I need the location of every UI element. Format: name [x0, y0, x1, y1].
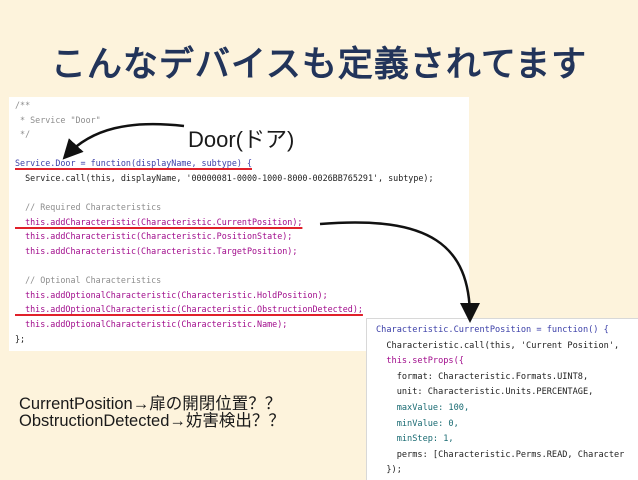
code-line: Service.call(this, displayName, '0000008… — [15, 172, 434, 183]
code-line: /** — [15, 100, 31, 110]
code-line: }); — [376, 465, 402, 476]
code-line: this.addOptionalCharacteristic(Character… — [15, 289, 328, 300]
code-line: this.setProps({ — [376, 356, 464, 367]
door-annotation: Door(ドア) — [188, 127, 295, 152]
code-line: format: Characteristic.Formats.UINT8, — [376, 371, 589, 382]
code-line: minValue: 0, — [376, 418, 459, 429]
code-line: * Service "Door" — [15, 114, 101, 125]
arrow-to-service-door — [62, 122, 185, 160]
code-line: // Optional Characteristics — [15, 275, 162, 286]
code-line: minStep: 1, — [376, 434, 454, 445]
slide-title: こんなデバイスも定義されてます — [50, 45, 588, 85]
code-line: Characteristic.CurrentPosition = functio… — [376, 325, 609, 335]
code-line: // Required Characteristics — [15, 202, 162, 213]
code-line: this.addCharacteristic(Characteristic.Ta… — [15, 245, 298, 256]
code-line: maxValue: 100, — [376, 402, 470, 413]
code-line: this.addCharacteristic(Characteristic.Po… — [15, 231, 293, 242]
note-obstruction-detected: ObstructionDetected→妨害検出？？ — [19, 412, 285, 430]
code-line: Characteristic.call(this, 'Current Posit… — [376, 340, 620, 351]
code-line: perms: [Characteristic.Perms.READ, Chara… — [376, 449, 625, 460]
code-line: */ — [15, 129, 31, 140]
arrow-to-current-position — [319, 221, 480, 323]
notes-annotation: CurrentPosition→扉の開閉位置？？ ObstructionDete… — [19, 396, 285, 430]
code-line-current-position: this.addCharacteristic(Characteristic.Cu… — [15, 216, 303, 227]
code-line-service-door: Service.Door = function(displayName, sub… — [15, 158, 252, 169]
code-line-obstruction-detected: this.addOptionalCharacteristic(Character… — [15, 304, 363, 315]
current-position-definition-code: Characteristic.CurrentPosition = functio… — [366, 318, 638, 480]
code-line: this.addOptionalCharacteristic(Character… — [15, 318, 288, 329]
code-line: }; — [15, 333, 26, 344]
code-line: unit: Characteristic.Units.PERCENTAGE, — [376, 387, 594, 398]
note-current-position: CurrentPosition→扉の開閉位置？？ — [19, 395, 282, 413]
